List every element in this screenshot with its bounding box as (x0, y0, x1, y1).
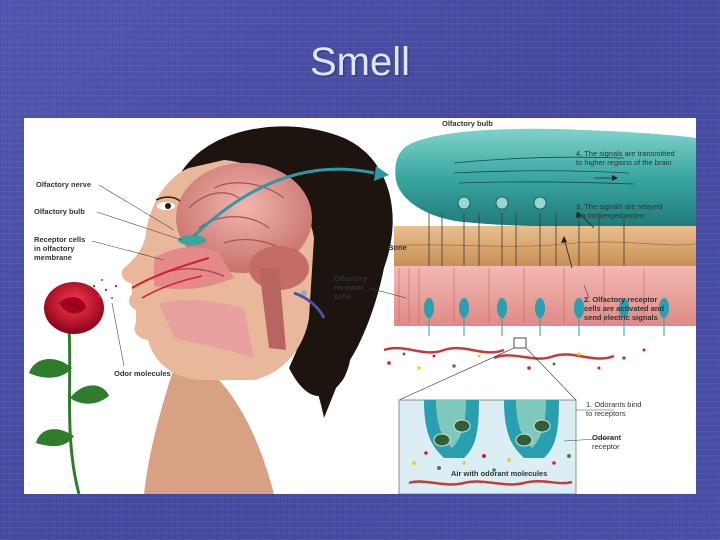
zoom-box (514, 338, 526, 348)
svg-text:in olfactory: in olfactory (34, 244, 75, 253)
svg-text:Bone: Bone (388, 243, 407, 252)
label-air-with-odorant: Air with odorant molecules (451, 469, 547, 478)
svg-text:to higher regions of the brain: to higher regions of the brain (576, 158, 671, 167)
svg-text:1. Odorants bind: 1. Odorants bind (586, 400, 641, 409)
label-olfactory-bulb-left: Olfactory bulb (34, 207, 85, 216)
svg-text:2. Olfactory receptor: 2. Olfactory receptor (584, 295, 657, 304)
svg-text:Olfactory bulb: Olfactory bulb (34, 207, 85, 216)
svg-text:Odor molecules: Odor molecules (114, 369, 171, 378)
label-odorant-receptor: Odorant receptor (592, 433, 622, 451)
air-odor-strip (384, 338, 646, 400)
svg-text:Olfactory bulb: Olfactory bulb (442, 119, 493, 128)
svg-text:Air with odorant molecules: Air with odorant molecules (451, 469, 547, 478)
svg-text:to receptors: to receptors (586, 409, 626, 418)
svg-text:receptor: receptor (592, 442, 620, 451)
svg-text:3. The signals are relayed: 3. The signals are relayed (576, 202, 662, 211)
olfaction-diagram: Olfactory nerve Olfactory bulb Receptor … (24, 118, 696, 494)
receptor-inset (399, 400, 576, 494)
label-olfactory-bulb-top: Olfactory bulb (442, 119, 493, 128)
olfactory-bulb-large (395, 129, 696, 227)
label-step1: 1. Odorants bind to receptors (586, 400, 641, 418)
svg-text:send electric signals: send electric signals (584, 313, 658, 322)
svg-text:receptor: receptor (334, 283, 364, 292)
slide-title: Smell (0, 40, 720, 85)
svg-text:Olfactory: Olfactory (334, 274, 368, 283)
svg-text:via converged axons: via converged axons (576, 211, 645, 220)
svg-text:cells: cells (334, 292, 351, 301)
svg-text:Olfactory nerve: Olfactory nerve (36, 180, 91, 189)
rose-leaf (29, 359, 72, 378)
label-olfactory-nerve: Olfactory nerve (36, 180, 91, 189)
svg-text:Receptor cells: Receptor cells (34, 235, 85, 244)
rose-illustration (29, 279, 117, 494)
svg-text:4. The signals are transmitted: 4. The signals are transmitted (576, 149, 675, 158)
head-illustration (122, 126, 393, 494)
svg-text:membrane: membrane (34, 253, 72, 262)
olfactory-bulb-small (178, 235, 206, 245)
label-receptor-cells: Receptor cells in olfactory membrane (34, 235, 85, 262)
label-bone: Bone (388, 243, 407, 252)
svg-text:Odorant: Odorant (592, 433, 622, 442)
label-step4: 4. The signals are transmitted to higher… (576, 149, 675, 167)
label-odor-molecules: Odor molecules (114, 369, 171, 378)
svg-text:cells are activated and: cells are activated and (584, 304, 664, 313)
rose-stem (69, 328, 79, 494)
bone-layer (394, 226, 696, 266)
label-step2: 2. Olfactory receptor cells are activate… (584, 295, 664, 322)
